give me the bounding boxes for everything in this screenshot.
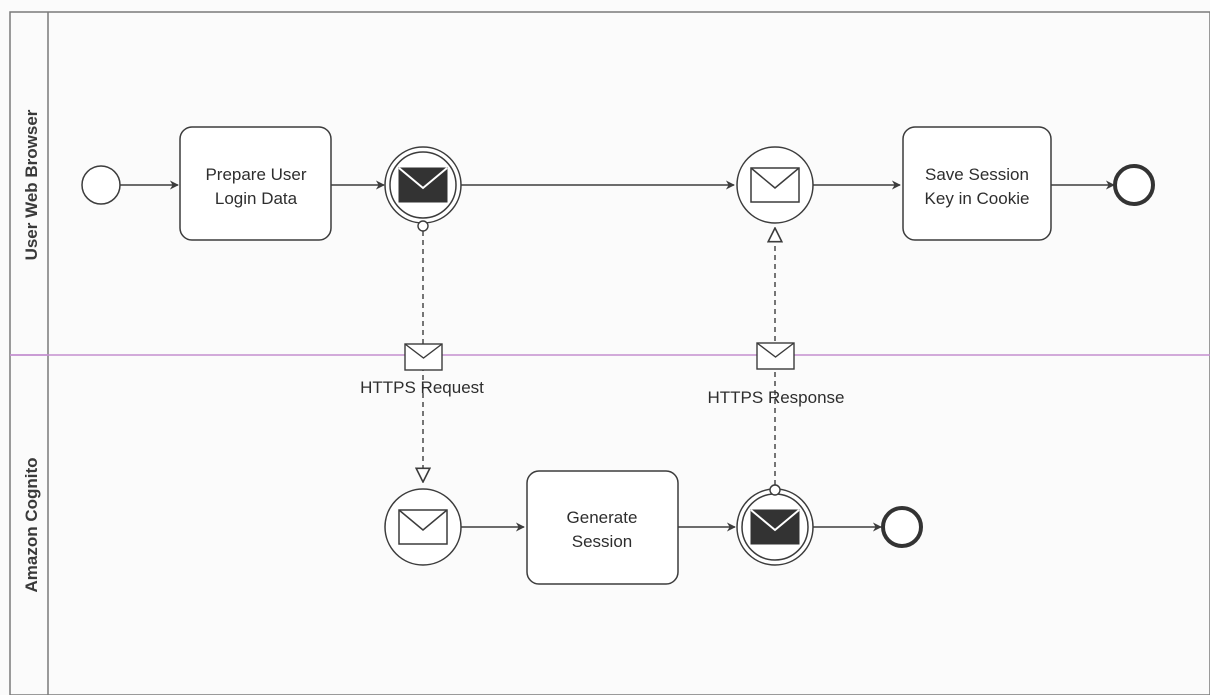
end-event-browser[interactable] <box>1113 164 1155 206</box>
lane-label-browser: User Web Browser <box>22 109 41 260</box>
message-label-response: HTTPS Response <box>708 388 845 407</box>
task-generate-session[interactable]: Generate Session <box>526 470 679 585</box>
message-envelope-icon <box>404 343 443 371</box>
svg-text:Save Session: Save Session <box>925 165 1029 184</box>
svg-text:Login Data: Login Data <box>215 189 298 208</box>
task-prepare-login-data[interactable]: Prepare User Login Data <box>179 126 332 241</box>
message-flow-request <box>404 220 443 482</box>
svg-text:Generate: Generate <box>567 508 638 527</box>
message-throw-event-cognito[interactable] <box>736 488 814 566</box>
filled-envelope-icon <box>750 509 800 545</box>
envelope-icon <box>750 167 800 203</box>
pool <box>9 11 1210 695</box>
svg-text:Prepare User: Prepare User <box>205 165 306 184</box>
task-label-line: Key in Cookie <box>925 189 1030 208</box>
message-label-request: HTTPS Request <box>360 378 484 397</box>
message-flow-response <box>756 228 795 496</box>
svg-text:Session: Session <box>572 532 632 551</box>
task-label-line: Generate <box>567 508 638 527</box>
task-label-line: Login Data <box>215 189 298 208</box>
message-envelope-icon <box>756 342 795 370</box>
lane-label-cognito: Amazon Cognito <box>22 457 41 592</box>
svg-text:Key in Cookie: Key in Cookie <box>925 189 1030 208</box>
task-label-line: Prepare User <box>205 165 306 184</box>
task-label-line: Save Session <box>925 165 1029 184</box>
task-save-session-key[interactable]: Save Session Key in Cookie <box>902 126 1052 241</box>
task-label-line: Session <box>572 532 632 551</box>
filled-envelope-icon <box>398 167 448 203</box>
message-throw-event-browser[interactable] <box>384 146 462 224</box>
envelope-icon <box>398 509 448 545</box>
message-catch-event-browser[interactable] <box>736 146 814 224</box>
start-event-browser[interactable] <box>81 165 121 205</box>
message-catch-event-cognito[interactable] <box>384 488 462 566</box>
end-event-cognito[interactable] <box>881 506 923 548</box>
